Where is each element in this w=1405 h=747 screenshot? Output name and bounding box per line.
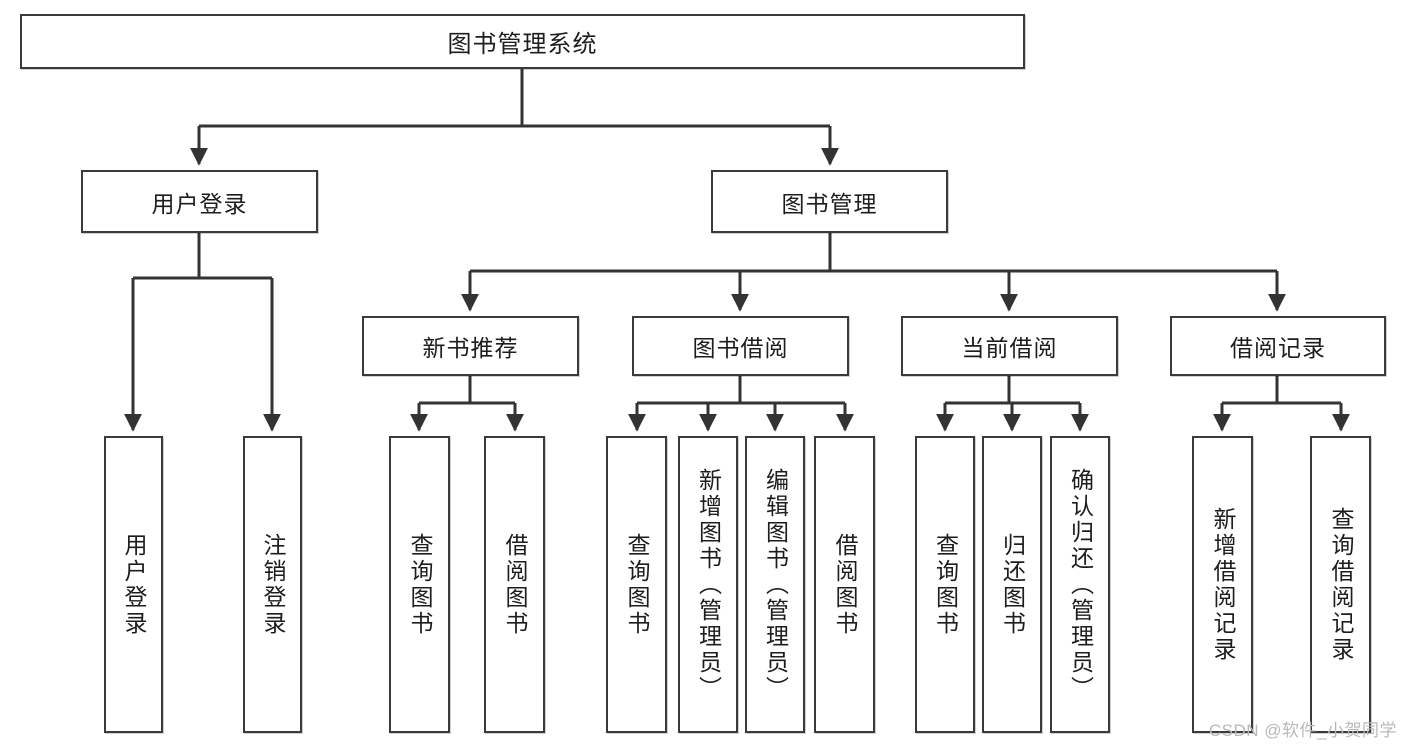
- node-label: 新增图书（管理员）: [695, 467, 722, 702]
- leaf-borrow-record-query-record[interactable]: 查询借阅记录: [1310, 436, 1371, 733]
- leaf-book-borrow-add-book-admin[interactable]: 新增图书（管理员）: [678, 436, 738, 733]
- leaf-user-login-logout[interactable]: 注销登录: [243, 436, 302, 733]
- csdn-watermark: CSDN @软件_小贺同学: [1208, 721, 1397, 740]
- node-label: 当前借阅: [961, 335, 1058, 361]
- node-label: 借阅记录: [1230, 335, 1326, 361]
- leaf-current-borrow-query-book[interactable]: 查询图书: [915, 436, 975, 733]
- leaf-book-borrow-borrow-book[interactable]: 借阅图书: [814, 436, 875, 733]
- node-book-borrow[interactable]: 图书借阅: [632, 316, 849, 376]
- node-new-book-recommend[interactable]: 新书推荐: [362, 316, 579, 376]
- node-label: 新增借阅记录: [1210, 506, 1236, 663]
- node-label: 查询借阅记录: [1328, 506, 1354, 663]
- node-book-management[interactable]: 图书管理: [711, 170, 948, 233]
- node-label: 查询图书: [407, 532, 433, 637]
- node-label: 查询图书: [932, 532, 959, 637]
- node-label: 借阅图书: [502, 532, 528, 637]
- node-label: 用户登录: [151, 190, 248, 217]
- leaf-book-borrow-edit-book-admin[interactable]: 编辑图书（管理员）: [745, 436, 805, 733]
- node-label: 确认归还（管理员）: [1067, 467, 1094, 702]
- leaf-new-book-borrow-book[interactable]: 借阅图书: [484, 436, 545, 733]
- node-label: 图书管理系统: [447, 31, 598, 58]
- node-label: 新书推荐: [422, 335, 519, 361]
- leaf-current-borrow-return-book[interactable]: 归还图书: [982, 436, 1042, 733]
- leaf-current-borrow-confirm-return-admin[interactable]: 确认归还（管理员）: [1050, 436, 1110, 733]
- node-label: 查询图书: [624, 532, 650, 637]
- node-label: 图书管理: [781, 190, 878, 217]
- node-label: 借阅图书: [832, 532, 858, 637]
- leaf-new-book-query-book[interactable]: 查询图书: [389, 436, 450, 733]
- node-user-login[interactable]: 用户登录: [81, 170, 318, 233]
- node-label: 注销登录: [260, 532, 286, 637]
- node-root-book-management-system[interactable]: 图书管理系统: [20, 14, 1025, 69]
- node-label: 归还图书: [999, 532, 1026, 637]
- node-label: 用户登录: [121, 532, 147, 637]
- leaf-book-borrow-query-book[interactable]: 查询图书: [606, 436, 667, 733]
- node-current-borrow[interactable]: 当前借阅: [901, 316, 1118, 376]
- node-borrow-record[interactable]: 借阅记录: [1170, 316, 1386, 376]
- leaf-borrow-record-add-record[interactable]: 新增借阅记录: [1192, 436, 1253, 733]
- node-label: 图书借阅: [692, 335, 789, 361]
- node-label: 编辑图书（管理员）: [762, 467, 789, 702]
- leaf-user-login-login[interactable]: 用户登录: [104, 436, 163, 733]
